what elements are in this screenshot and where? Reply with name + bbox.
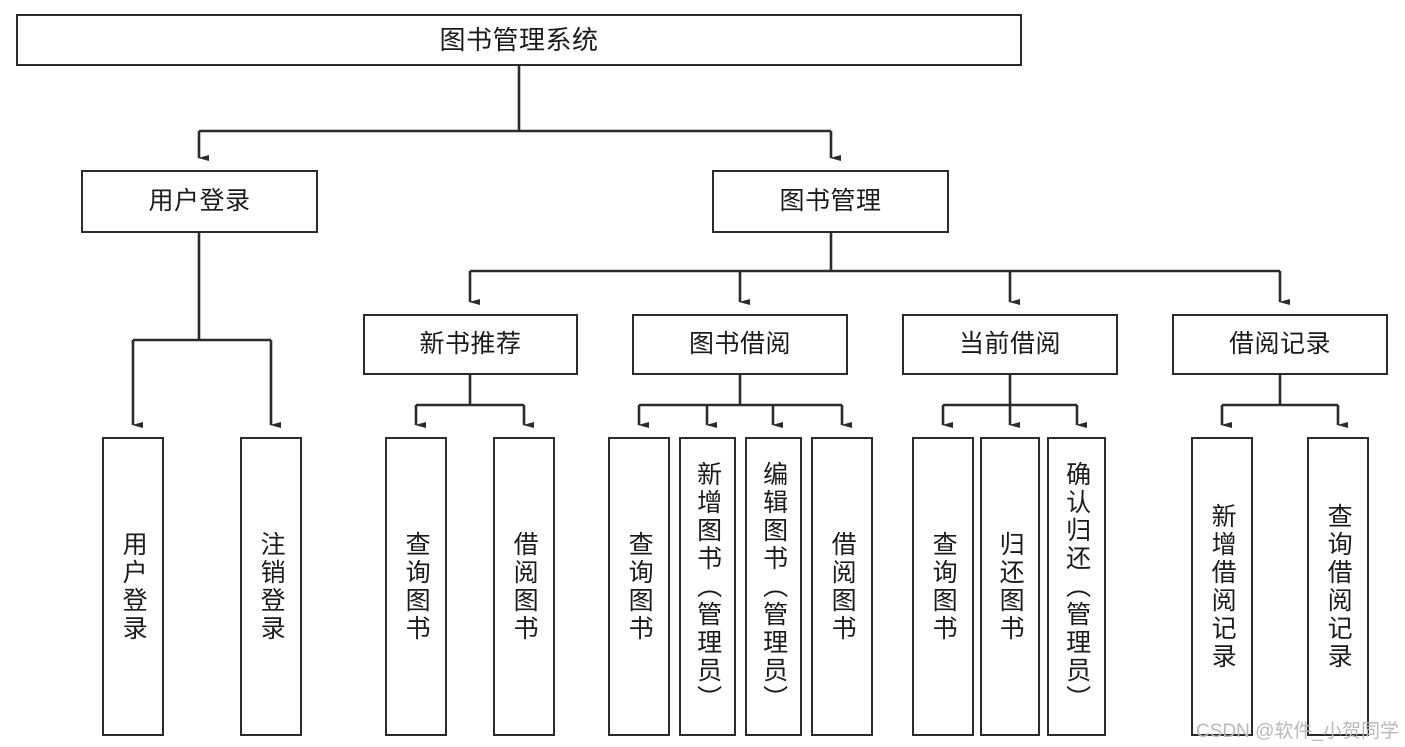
node-current-borrow[interactable]: 当前借阅 [902,314,1118,375]
node-label: 注销登录 [257,530,286,643]
node-label: 借阅图书 [510,530,539,643]
node-label: 用户登录 [148,186,251,215]
leaf-borrow-book-recommend[interactable]: 借阅图书 [493,437,555,736]
leaf-borrow-book[interactable]: 借阅图书 [811,437,873,736]
leaf-query-book-recommend[interactable]: 查询图书 [385,437,447,736]
node-label: 借阅图书 [828,530,857,643]
node-label: 归还图书 [996,530,1025,643]
leaf-return-book[interactable]: 归还图书 [980,437,1040,736]
node-label: 查询图书 [625,530,654,643]
leaf-user-login[interactable]: 用户登录 [102,437,164,736]
leaf-edit-book-admin[interactable]: 编辑图书（管理员） [745,437,802,736]
node-label: 查询图书 [929,530,958,643]
node-book-management[interactable]: 图书管理 [712,170,949,233]
node-label: 查询图书 [402,530,431,643]
node-label: 确认归还（管理员） [1062,460,1091,713]
leaf-confirm-return-admin[interactable]: 确认归还（管理员） [1047,437,1106,736]
leaf-add-book-admin[interactable]: 新增图书（管理员） [679,437,736,736]
node-label: 查询借阅记录 [1324,502,1353,671]
node-label: 新书推荐 [419,329,522,358]
node-label: 图书管理 [779,186,882,215]
leaf-logout[interactable]: 注销登录 [240,437,302,736]
node-label: 当前借阅 [958,329,1061,358]
leaf-query-borrow-record[interactable]: 查询借阅记录 [1307,437,1369,736]
node-user-login[interactable]: 用户登录 [81,170,318,233]
csdn-watermark: CSDN @软件_小贺同学 [1196,721,1399,742]
node-label: 用户登录 [119,530,148,643]
leaf-add-borrow-record[interactable]: 新增借阅记录 [1191,437,1253,736]
node-label: 新增借阅记录 [1208,502,1237,671]
node-new-book-recommend[interactable]: 新书推荐 [363,314,578,375]
leaf-query-book-current[interactable]: 查询图书 [912,437,974,736]
node-label: 图书借阅 [688,329,791,358]
node-label: 编辑图书（管理员） [759,460,788,713]
node-label: 新增图书（管理员） [693,460,722,713]
node-label: 图书管理系统 [439,24,599,55]
node-book-borrow[interactable]: 图书借阅 [632,314,848,375]
node-borrow-record[interactable]: 借阅记录 [1172,314,1388,375]
leaf-query-book-borrow[interactable]: 查询图书 [608,437,670,736]
node-root-system[interactable]: 图书管理系统 [16,14,1022,66]
node-label: 借阅记录 [1228,329,1331,358]
